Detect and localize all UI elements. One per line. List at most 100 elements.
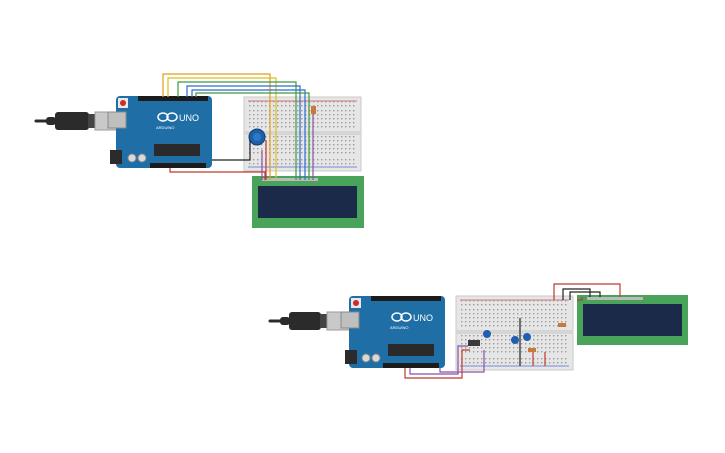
breadboard-hole — [553, 317, 555, 319]
breadboard-hole — [277, 163, 279, 165]
sensor-chip[interactable] — [468, 340, 480, 346]
breadboard-hole — [273, 152, 275, 154]
breadboard-hole — [265, 136, 267, 138]
breadboard-hole — [321, 110, 323, 112]
breadboard-hole — [553, 351, 555, 353]
breadboard-hole — [553, 343, 555, 345]
breadboard-hole — [541, 339, 543, 341]
breadboard-hole — [313, 163, 315, 165]
breadboard-hole — [465, 304, 467, 306]
breadboard-hole — [329, 144, 331, 146]
breadboard-hole — [281, 126, 283, 128]
breadboard-hole — [533, 343, 535, 345]
breadboard-hole — [545, 358, 547, 360]
arduino-board[interactable]: UNO ARDUINO — [340, 296, 445, 368]
breadboard-hole — [341, 140, 343, 142]
breadboard-hole — [485, 321, 487, 323]
breadboard-hole — [317, 114, 319, 116]
breadboard-hole — [341, 122, 343, 124]
breadboard-hole — [533, 339, 535, 341]
breadboard-hole — [485, 351, 487, 353]
breadboard-hole — [497, 325, 499, 327]
breadboard-hole — [309, 110, 311, 112]
push-button[interactable] — [483, 330, 491, 338]
breadboard-hole — [465, 358, 467, 360]
breadboard-hole — [253, 105, 255, 107]
breadboard-hole — [349, 126, 351, 128]
breadboard-hole — [341, 101, 343, 103]
breadboard[interactable] — [455, 295, 574, 371]
breadboard-hole — [293, 136, 295, 138]
breadboard-hole — [545, 347, 547, 349]
circuit-top[interactable]: UNO ARDUINO — [34, 73, 364, 228]
breadboard-hole — [481, 351, 483, 353]
breadboard-hole — [301, 118, 303, 120]
breadboard-hole — [313, 126, 315, 128]
breadboard-hole — [485, 362, 487, 364]
breadboard-hole — [529, 321, 531, 323]
breadboard-hole — [493, 351, 495, 353]
breadboard-hole — [321, 152, 323, 154]
resistor[interactable] — [558, 323, 566, 327]
breadboard-hole — [297, 114, 299, 116]
breadboard-hole — [521, 358, 523, 360]
breadboard-hole — [565, 300, 567, 302]
breadboard-hole — [517, 317, 519, 319]
breadboard-hole — [529, 325, 531, 327]
breadboard-hole — [297, 126, 299, 128]
breadboard-hole — [513, 313, 515, 315]
breadboard-hole — [317, 148, 319, 150]
breadboard-hole — [509, 309, 511, 311]
breadboard-hole — [333, 122, 335, 124]
breadboard-hole — [557, 347, 559, 349]
breadboard-hole — [333, 144, 335, 146]
breadboard-hole — [485, 325, 487, 327]
reset-button-icon[interactable] — [351, 298, 361, 308]
breadboard-hole — [525, 343, 527, 345]
breadboard-hole — [333, 114, 335, 116]
breadboard-hole — [257, 163, 259, 165]
breadboard-hole — [345, 163, 347, 165]
lcd-display[interactable] — [577, 295, 688, 345]
breadboard-hole — [345, 114, 347, 116]
breadboard-hole — [253, 114, 255, 116]
breadboard-hole — [461, 325, 463, 327]
breadboard-hole — [261, 126, 263, 128]
breadboard-hole — [461, 339, 463, 341]
breadboard-hole — [557, 300, 559, 302]
potentiometer-icon[interactable] — [248, 128, 266, 146]
reset-button-icon[interactable] — [118, 98, 128, 108]
arduino-board[interactable]: UNO ARDUINO — [107, 96, 212, 168]
resistor[interactable] — [311, 106, 316, 114]
breadboard-hole — [293, 148, 295, 150]
breadboard-hole — [545, 351, 547, 353]
push-button[interactable] — [523, 333, 531, 341]
lcd-display[interactable] — [252, 176, 364, 228]
breadboard-hole — [525, 362, 527, 364]
breadboard-hole — [485, 313, 487, 315]
push-button[interactable] — [511, 336, 519, 344]
breadboard-hole — [293, 163, 295, 165]
breadboard-hole — [349, 110, 351, 112]
resistor[interactable] — [528, 348, 536, 352]
usb-cable-icon — [268, 311, 352, 331]
circuit-bottom[interactable]: UNO ARDUINO — [268, 283, 688, 379]
breadboard[interactable] — [243, 96, 362, 172]
breadboard-hole — [349, 148, 351, 150]
breadboard-hole — [473, 351, 475, 353]
breadboard-hole — [461, 321, 463, 323]
breadboard-hole — [253, 163, 255, 165]
breadboard-hole — [473, 304, 475, 306]
breadboard-hole — [501, 351, 503, 353]
breadboard-hole — [325, 105, 327, 107]
breadboard-hole — [529, 309, 531, 311]
breadboard-hole — [309, 114, 311, 116]
breadboard-hole — [537, 309, 539, 311]
breadboard-hole — [325, 114, 327, 116]
breadboard-hole — [493, 335, 495, 337]
breadboard-hole — [525, 325, 527, 327]
breadboard-hole — [353, 105, 355, 107]
breadboard-hole — [313, 136, 315, 138]
breadboard-hole — [249, 114, 251, 116]
